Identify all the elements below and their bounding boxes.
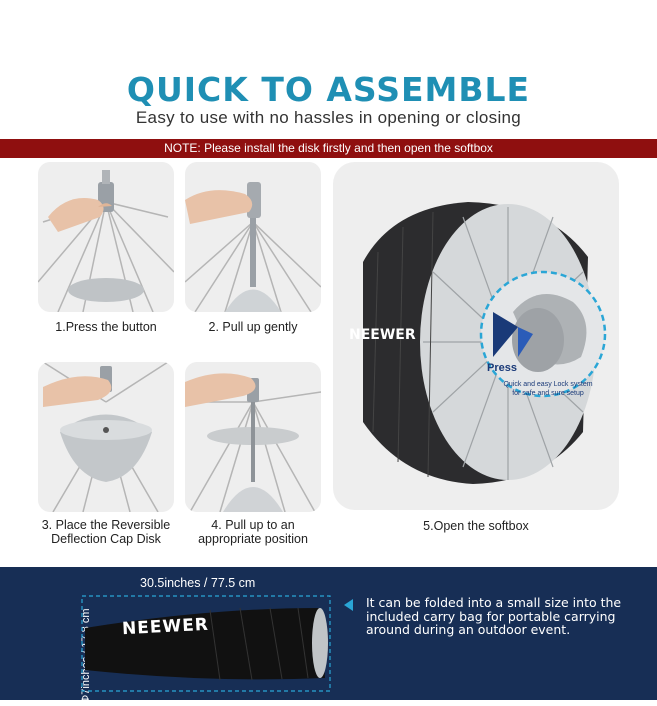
note-banner: NOTE: Please install the disk firstly an… bbox=[0, 139, 657, 158]
step-3-caption-line1: 3. Place the Reversible bbox=[41, 518, 171, 532]
step-3-caption: 3. Place the Reversible Deflection Cap D… bbox=[30, 518, 182, 546]
lock-system-text: Quick and easy Lock system for safe and … bbox=[498, 380, 598, 398]
step-3-image bbox=[38, 362, 174, 512]
step-4-caption: 4. Pull up to an appropriate position bbox=[177, 518, 329, 546]
softbox-brand: NEEWER bbox=[349, 327, 416, 343]
step-5-image: NEEWER Press Quick and easy Lock system … bbox=[333, 162, 619, 510]
step-2-image bbox=[185, 162, 321, 312]
folded-description: It can be folded into a small size into … bbox=[366, 595, 622, 637]
step-2-caption: 2. Pull up gently bbox=[208, 320, 298, 334]
length-dimension: 30.5inches / 77.5 cm bbox=[140, 576, 256, 590]
page-title: QUICK TO ASSEMBLE bbox=[126, 70, 531, 109]
lock-text-line2: for safe and sure setup bbox=[512, 390, 584, 397]
page-subtitle: Easy to use with no hassles in opening o… bbox=[135, 108, 522, 127]
step-1-caption: 1.Press the button bbox=[55, 320, 157, 334]
step-3-caption-line2: Deflection Cap Disk bbox=[51, 532, 161, 546]
step-4-caption-line2: appropriate position bbox=[198, 532, 308, 546]
step-4-image bbox=[185, 362, 321, 512]
step-5-caption: 5.Open the softbox bbox=[423, 519, 529, 533]
description-arrow-icon bbox=[344, 599, 353, 611]
folded-softbox-image bbox=[81, 595, 331, 692]
step-1-image bbox=[38, 162, 174, 312]
lock-text-line1: Quick and easy Lock system bbox=[503, 381, 593, 388]
press-label: Press bbox=[487, 362, 517, 374]
step-4-caption-line1: 4. Pull up to an bbox=[211, 518, 295, 532]
